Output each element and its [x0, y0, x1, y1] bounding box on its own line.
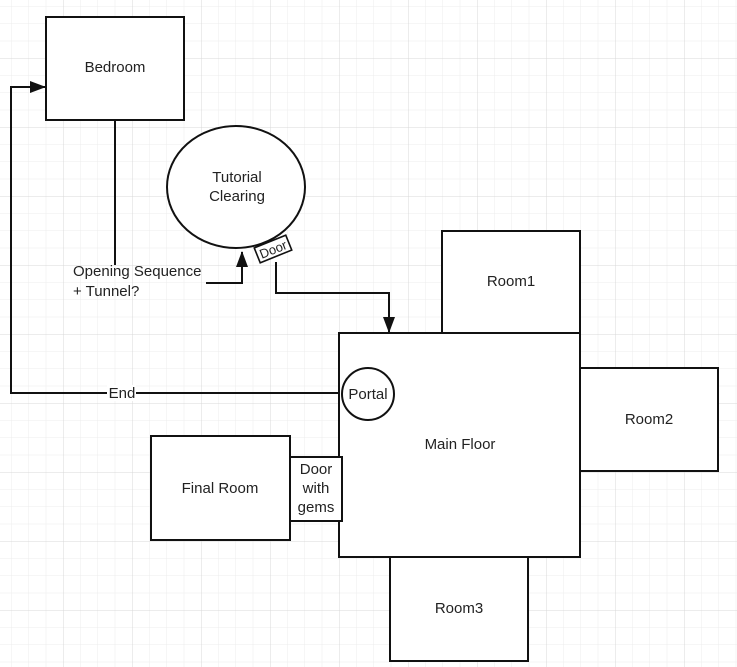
- edge-opening-label-1: Opening Sequence: [73, 263, 201, 280]
- edge-door-to-main[interactable]: [275, 262, 395, 333]
- node-door-with-gems[interactable]: Door with gems: [289, 456, 343, 522]
- main-floor-label: Main Floor: [425, 436, 496, 453]
- node-main-floor[interactable]: Main Floor: [338, 332, 581, 558]
- bedroom-label: Bedroom: [85, 59, 146, 76]
- tutorial-clearing-label-1: Tutorial: [212, 169, 261, 186]
- node-tutorial-clearing[interactable]: Tutorial Clearing: [166, 125, 306, 249]
- edge-opening[interactable]: [114, 120, 248, 284]
- door-with-gems-label-2: with: [302, 480, 330, 497]
- node-portal[interactable]: Portal: [341, 367, 395, 421]
- room1-label: Room1: [487, 273, 535, 290]
- node-room1[interactable]: Room1: [441, 230, 581, 334]
- node-bedroom[interactable]: Bedroom: [45, 16, 185, 121]
- edge-opening-label-2: + Tunnel?: [73, 283, 139, 300]
- node-room3[interactable]: Room3: [389, 556, 529, 662]
- edge-end[interactable]: [10, 81, 342, 394]
- room2-label: Room2: [625, 411, 673, 428]
- edge-end-label-bg: [107, 385, 136, 401]
- node-room2[interactable]: Room2: [579, 367, 719, 472]
- door-with-gems-label-3: gems: [298, 499, 335, 516]
- tutorial-clearing-label-2: Clearing: [209, 188, 265, 205]
- portal-label: Portal: [348, 386, 387, 403]
- edge-end-label: End: [109, 385, 136, 402]
- door-with-gems-label-1: Door: [300, 461, 333, 478]
- final-room-label: Final Room: [182, 480, 259, 497]
- node-final-room[interactable]: Final Room: [150, 435, 291, 541]
- room3-label: Room3: [435, 600, 483, 617]
